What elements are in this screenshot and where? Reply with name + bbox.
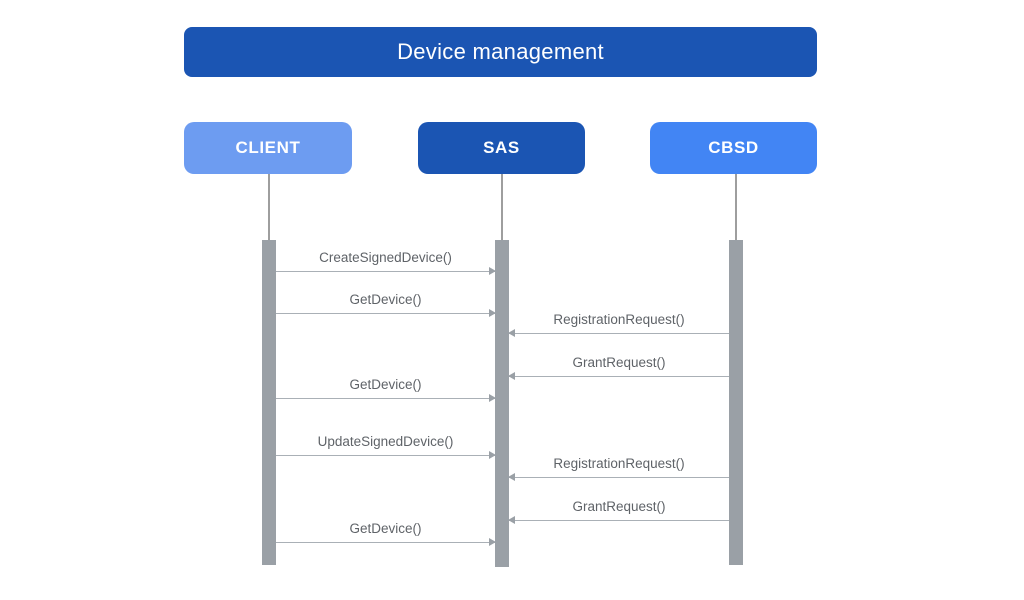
message-arrow: [508, 329, 729, 338]
arrowhead-icon: [489, 309, 496, 318]
message-label: UpdateSignedDevice(): [317, 434, 454, 449]
message: RegistrationRequest(): [508, 309, 729, 338]
message-label: RegistrationRequest(): [553, 456, 685, 471]
arrowhead-icon: [508, 329, 515, 338]
diagram-title: Device management: [184, 27, 817, 77]
activation-bar-cbsd: [729, 240, 743, 565]
message: GetDevice(): [276, 518, 496, 547]
activation-bar-sas: [495, 240, 509, 567]
arrowhead-icon: [489, 267, 496, 276]
message-label: RegistrationRequest(): [553, 312, 685, 327]
message-label: CreateSignedDevice(): [319, 250, 452, 265]
message-arrow: [508, 473, 729, 482]
message: CreateSignedDevice(): [276, 247, 496, 276]
message-arrow: [276, 451, 496, 460]
lifeline: [268, 174, 270, 240]
message-arrow: [276, 394, 496, 403]
message: UpdateSignedDevice(): [276, 431, 496, 460]
activation-bar-client: [262, 240, 276, 565]
message-arrow: [508, 516, 729, 525]
actor-label: CLIENT: [235, 138, 301, 157]
message-label: GetDevice(): [349, 521, 422, 536]
diagram-title-label: Device management: [397, 39, 604, 64]
message-label: GetDevice(): [349, 377, 422, 392]
arrowhead-icon: [489, 451, 496, 460]
actor-label: SAS: [483, 138, 520, 157]
arrowhead-icon: [508, 516, 515, 525]
message-arrow: [508, 372, 729, 381]
arrowhead-icon: [489, 394, 496, 403]
message: GrantRequest(): [508, 496, 729, 525]
actor-box-cbsd: CBSD: [650, 122, 817, 174]
message-label: GetDevice(): [349, 292, 422, 307]
actor-box-client: CLIENT: [184, 122, 352, 174]
arrowhead-icon: [508, 473, 515, 482]
message-arrow: [276, 538, 496, 547]
message-label: GrantRequest(): [572, 499, 666, 514]
actor-label: CBSD: [708, 138, 759, 157]
actor-box-sas: SAS: [418, 122, 585, 174]
message: GetDevice(): [276, 374, 496, 403]
lifeline: [501, 174, 503, 240]
message-label: GrantRequest(): [572, 355, 666, 370]
message-arrow: [276, 309, 496, 318]
message: RegistrationRequest(): [508, 453, 729, 482]
message: GetDevice(): [276, 289, 496, 318]
message: GrantRequest(): [508, 352, 729, 381]
message-arrow: [276, 267, 496, 276]
arrowhead-icon: [489, 538, 496, 547]
arrowhead-icon: [508, 372, 515, 381]
lifeline: [735, 174, 737, 240]
